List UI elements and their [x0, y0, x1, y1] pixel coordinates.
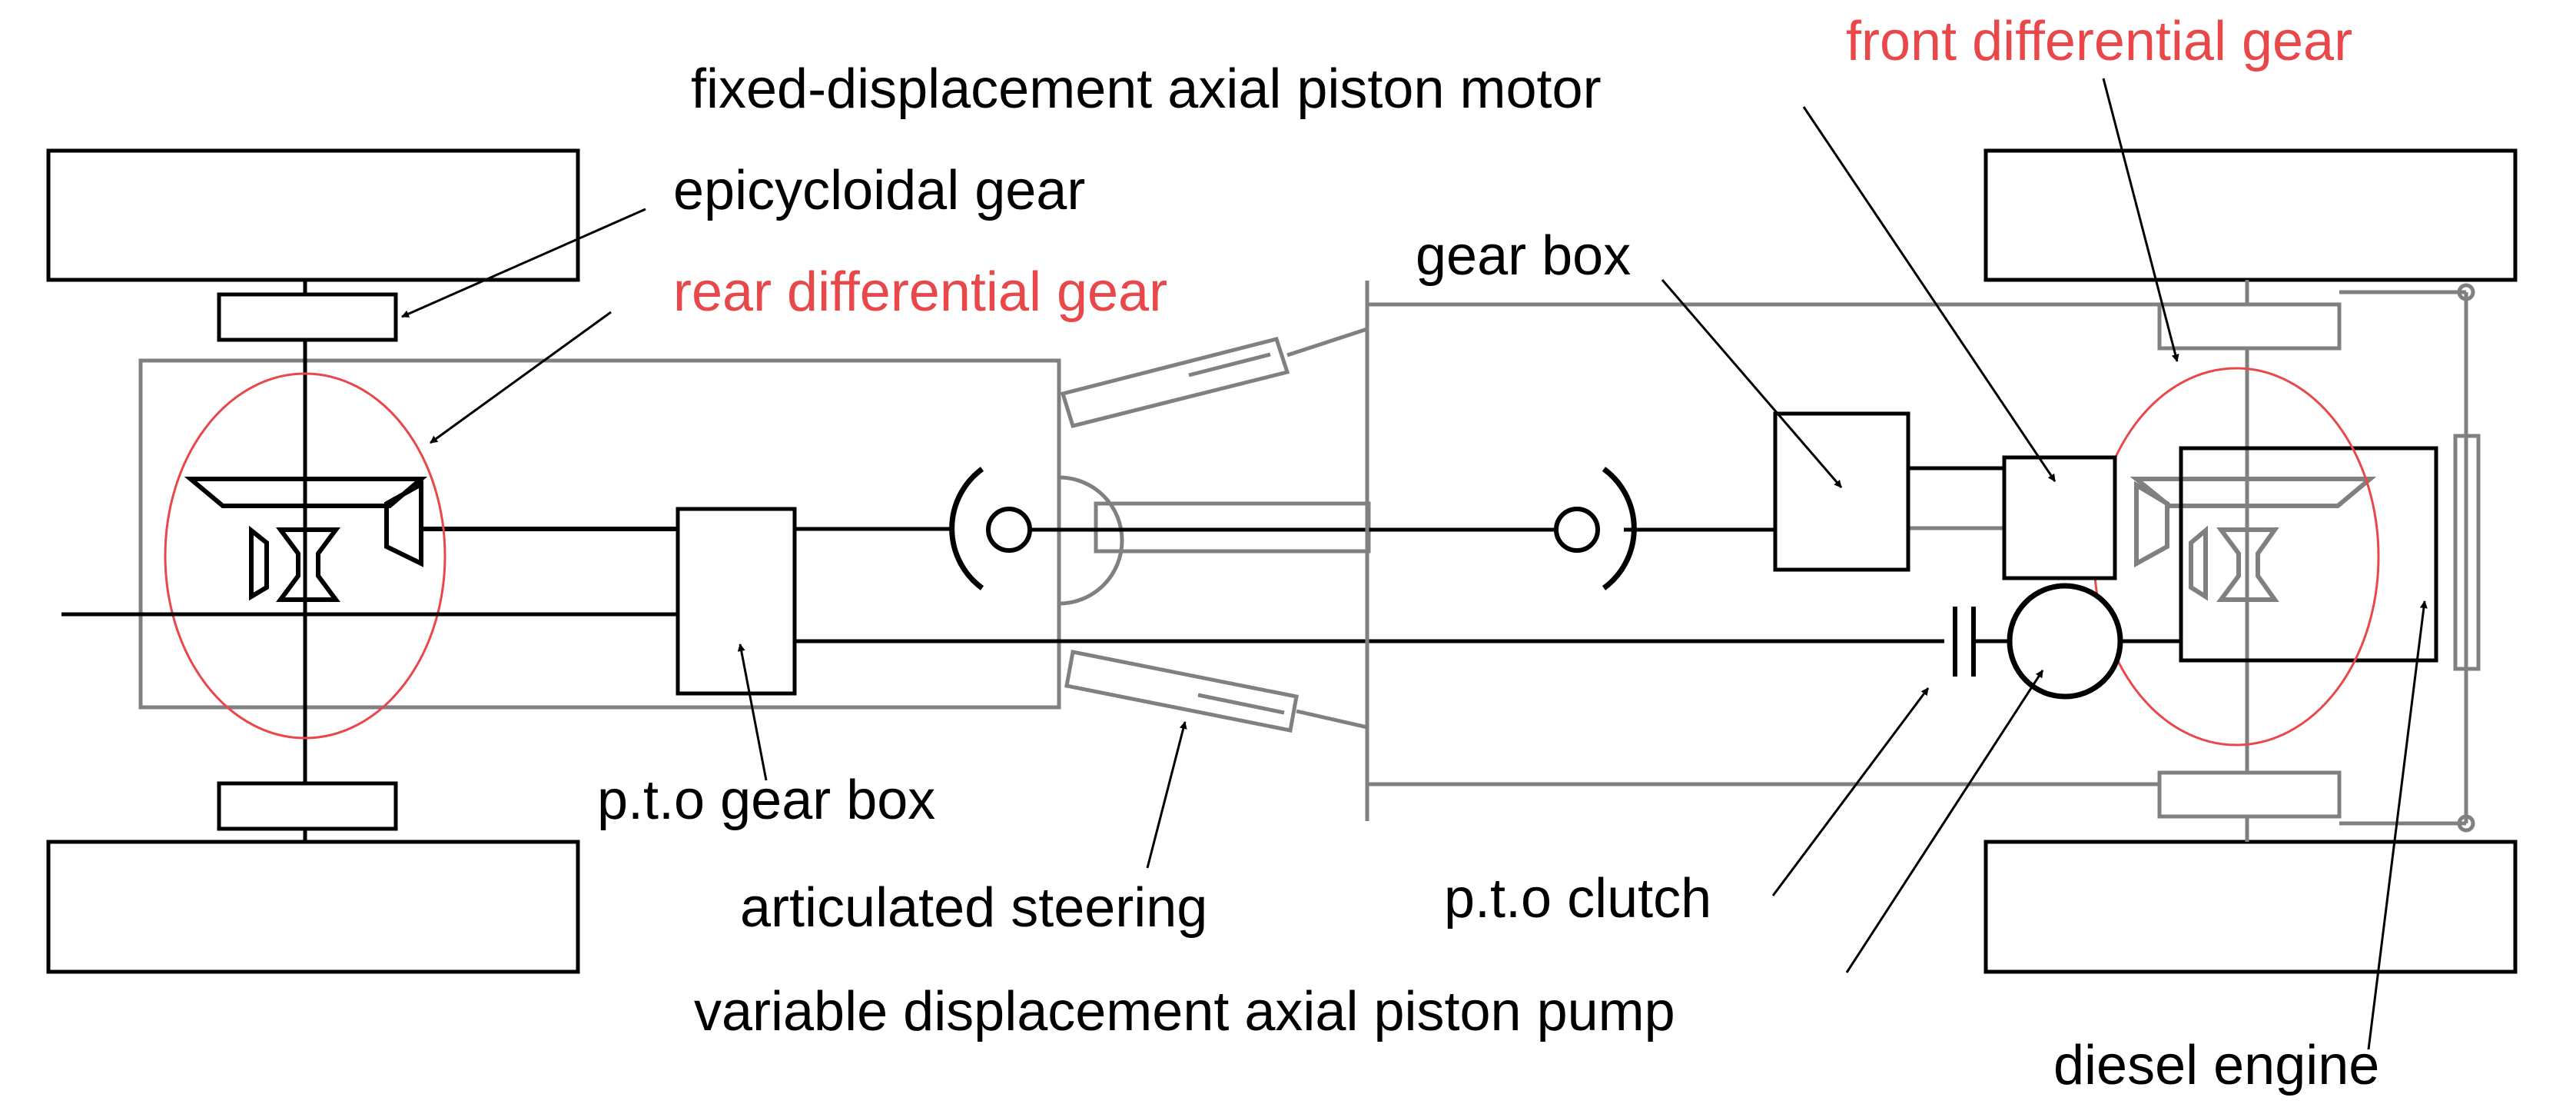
wheels [46, 148, 2518, 974]
leader-axial-piston-pump [1845, 670, 2044, 973]
diesel-engine-block [2179, 446, 2438, 663]
axial-piston-motor-block [2002, 455, 2117, 580]
label-pto-gear-box: p.t.o gear box [597, 770, 935, 831]
rear-lower-epicycloidal-gear [217, 781, 398, 831]
rear-universal-joint [986, 507, 1032, 553]
engine-flywheel [2453, 434, 2481, 671]
front-right-wheel [1983, 840, 2518, 974]
articulation-joint [949, 467, 1775, 606]
rear-frame [138, 358, 1061, 710]
leader-pto-clutch [1771, 687, 1930, 896]
hydraulic-drive [1773, 411, 2181, 700]
rear-differential-highlight [164, 372, 446, 740]
leader-epicycloidal-gear [401, 208, 646, 318]
label-articulated-steering: articulated steering [740, 877, 1207, 939]
rear-shafts [61, 507, 1944, 696]
label-rear-differential-gear: rear differential gear [673, 261, 1167, 323]
label-pto-clutch: p.t.o clutch [1444, 868, 1711, 929]
label-gear-box: gear box [1416, 225, 1631, 287]
front-left-wheel [1983, 148, 2518, 282]
leader-lines [401, 78, 2428, 1050]
leader-rear-differential [430, 311, 612, 444]
leader-articulated-steering [1146, 721, 1187, 869]
leader-pto-gear-box [737, 643, 768, 781]
pto-gear-box-block [676, 507, 797, 696]
label-diesel-engine: diesel engine [2053, 1035, 2379, 1096]
rear-upper-epicycloidal-gear [217, 292, 398, 342]
front-universal-joint [1554, 507, 1600, 553]
steering-cylinders [1060, 327, 1368, 733]
front-frame [1365, 280, 2481, 842]
rear-frame-outline [138, 358, 1061, 710]
label-fixed-displacement-motor: fixed-displacement axial piston motor [691, 58, 1602, 120]
leader-diesel-engine [2367, 600, 2428, 1050]
leader-axial-piston-motor [1802, 106, 2056, 482]
front-lower-hub [2157, 770, 2342, 819]
rear-left-wheel [46, 148, 580, 282]
rear-right-wheel [46, 840, 580, 974]
leader-gear-box [1661, 279, 1843, 488]
front-upper-hub [2157, 302, 2342, 351]
rear-axle [217, 280, 398, 842]
label-front-differential-gear: front differential gear [1846, 11, 2352, 72]
leader-front-differential [2102, 78, 2179, 362]
label-variable-displacement-pump: variable displacement axial piston pump [694, 981, 1675, 1043]
rear-differential-symbol [184, 477, 686, 602]
gear-box-block [1773, 411, 1910, 572]
axial-piston-pump-symbol [2007, 583, 2123, 700]
label-epicycloidal-gear: epicycloidal gear [673, 160, 1085, 221]
front-differential-symbol [2130, 477, 2377, 602]
labels: front differential gear fixed-displaceme… [597, 11, 2379, 1096]
